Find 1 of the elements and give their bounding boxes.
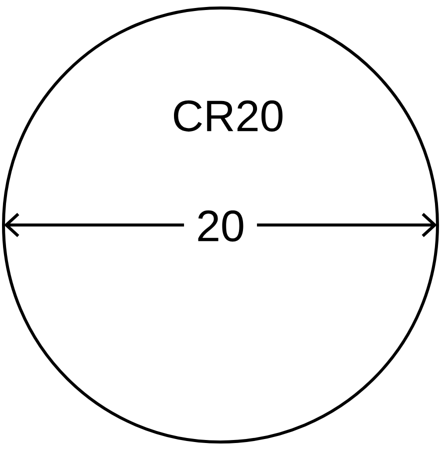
dimension-label: 20 — [184, 208, 257, 244]
